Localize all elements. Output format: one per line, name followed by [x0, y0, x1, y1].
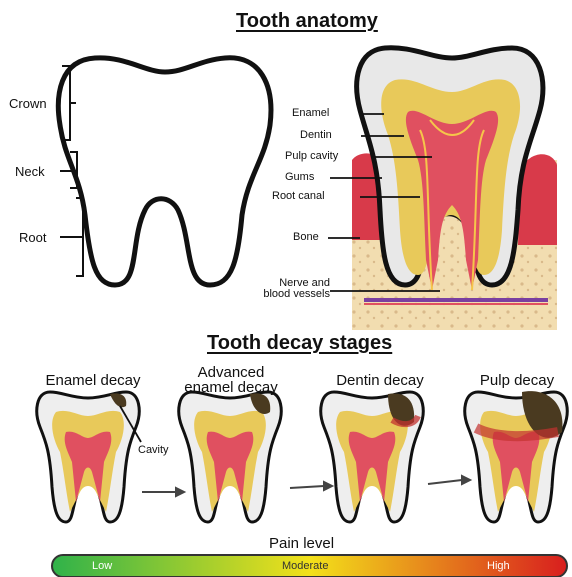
- bracket-root: [60, 198, 83, 276]
- pain-low-label: Low: [92, 560, 112, 572]
- stage-3-line1: Dentin decay: [320, 373, 440, 388]
- tooth-outline-left: [58, 58, 271, 285]
- stage-4-label: Pulp decay: [462, 373, 572, 388]
- label-dentin: Dentin: [300, 130, 332, 141]
- anatomy-title: Tooth anatomy: [236, 10, 378, 33]
- decay-tooth-2: [179, 392, 281, 522]
- pain-high-label: High: [487, 560, 510, 572]
- stage-2-line1: Advanced: [166, 365, 296, 380]
- label-enamel: Enamel: [292, 108, 329, 119]
- stage-1-line1: Enamel decay: [33, 373, 153, 388]
- anatomy-cross-section: [352, 48, 557, 330]
- stage-2-line2: enamel decay: [166, 380, 296, 395]
- decay-tooth-3: [321, 392, 423, 522]
- decay-tooth-4: [465, 391, 567, 522]
- decay-title: Tooth decay stages: [207, 332, 392, 355]
- stage-2-label: Advanced enamel decay: [166, 365, 296, 395]
- label-root-canal: Root canal: [272, 191, 325, 202]
- label-bone: Bone: [293, 232, 319, 243]
- label-root: Root: [19, 230, 46, 245]
- label-crown: Crown: [9, 96, 47, 111]
- stage-3-label: Dentin decay: [320, 373, 440, 388]
- stage-1-label: Enamel decay: [33, 373, 153, 388]
- pain-level-title: Pain level: [269, 535, 334, 552]
- pain-moderate-label: Moderate: [282, 560, 328, 572]
- label-pulp-cavity: Pulp cavity: [285, 151, 338, 162]
- stage-arrows: [142, 476, 470, 496]
- label-gums: Gums: [285, 172, 314, 183]
- label-nerve-vessels: Nerve and blood vessels: [252, 278, 330, 300]
- label-neck: Neck: [15, 164, 45, 179]
- stage-4-line1: Pulp decay: [462, 373, 572, 388]
- cavity-label: Cavity: [138, 444, 169, 456]
